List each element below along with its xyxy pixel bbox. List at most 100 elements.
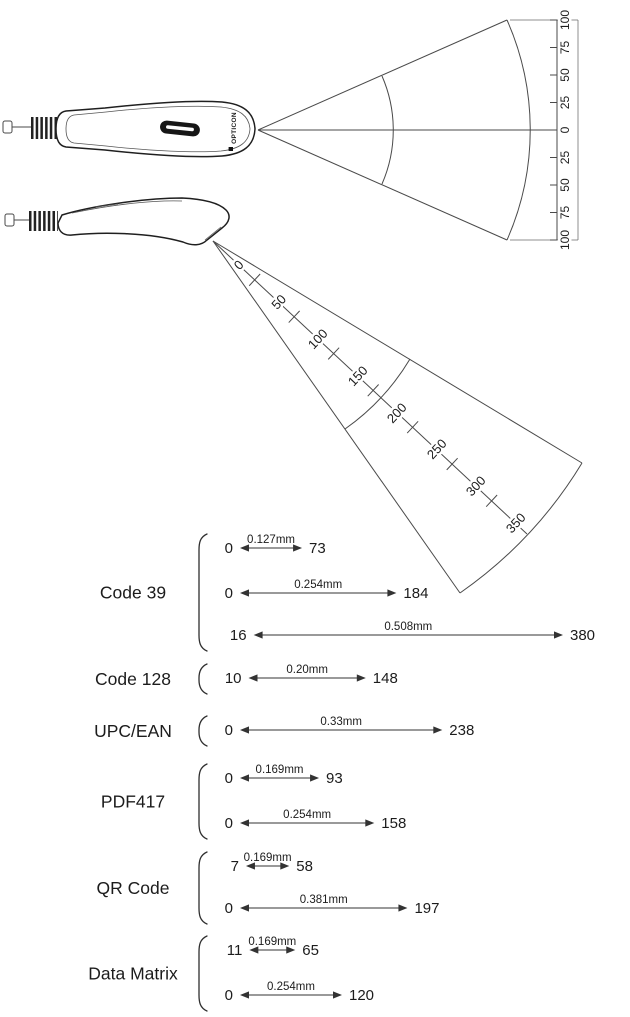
fan-upper-edge (257, 19, 508, 131)
cable-plug (2, 120, 13, 134)
arrowhead-left (240, 774, 249, 782)
resolution-label: 0.254mm (283, 809, 331, 821)
fan-inner-arc (381, 75, 394, 185)
ruler-label: 100 (558, 10, 572, 30)
group-brace (198, 851, 208, 925)
top-beam-fan (257, 19, 578, 241)
group-brace (198, 935, 208, 1012)
arrowhead-left (253, 631, 263, 639)
side-fan-upper-edge (212, 240, 583, 464)
ruler-label: 50 (558, 178, 572, 192)
distance-tick (406, 420, 419, 434)
dof-row: 10 148 0.20mm (225, 664, 398, 687)
dof-row: 0 197 0.381mm (225, 894, 440, 917)
group-brace (198, 663, 208, 695)
resolution-label: 0.169mm (244, 852, 292, 864)
resolution-label: 0.254mm (294, 579, 342, 591)
distance-ticks (248, 273, 498, 508)
group-brace (198, 715, 208, 747)
side-fan-lower-edge (212, 240, 461, 594)
arrowhead-left (249, 946, 259, 954)
range-max: 58 (296, 858, 313, 875)
range-min: 0 (225, 900, 233, 917)
brand-text: OPTICON (231, 112, 238, 144)
range-max: 380 (570, 627, 595, 644)
resolution-label: 0.508mm (384, 621, 432, 633)
dof-row: 16 380 0.508mm (230, 621, 595, 644)
arrowhead-left (240, 819, 249, 827)
side-fan-inner-arc (344, 358, 411, 430)
range-min: 10 (225, 670, 242, 687)
resolution-label: 0.20mm (286, 664, 328, 676)
scanner-side-contour (71, 200, 183, 214)
fan-lower-edge (257, 129, 508, 241)
dof-row: 0 238 0.33mm (225, 716, 475, 739)
range-max: 197 (414, 900, 439, 917)
range-max: 238 (449, 722, 474, 739)
dof-row: 11 65 0.169mm (227, 936, 319, 959)
arrowhead-left (240, 726, 249, 734)
arrowhead-right (387, 589, 397, 597)
range-min: 0 (225, 770, 233, 787)
resolution-label: 0.33mm (320, 716, 362, 728)
dof-row: 7 58 0.169mm (231, 852, 313, 875)
range-min: 11 (227, 942, 243, 959)
ruler-labels: 100 75 50 25 0 25 50 75 100 (556, 7, 575, 252)
arrowhead-right (280, 862, 290, 870)
range-max: 65 (302, 942, 319, 959)
range-max: 120 (349, 987, 374, 1004)
range-min: 0 (225, 585, 233, 602)
range-min: 0 (225, 540, 233, 557)
ruler-ticks (550, 19, 557, 241)
ruler-label: 25 (558, 96, 572, 110)
distance-tick (288, 310, 301, 323)
range-min: 7 (231, 858, 239, 875)
ruler-label: 75 (558, 41, 572, 55)
width-ruler: 100 75 50 25 0 25 50 75 100 (550, 7, 579, 253)
scan-window-slot (160, 120, 200, 137)
range-max: 148 (373, 670, 398, 687)
dof-row: 0 184 0.254mm (225, 579, 429, 602)
dof-row: 0 73 0.127mm (225, 534, 326, 557)
ruler-label: 25 (558, 151, 572, 165)
symbology-label: UPC/EAN (94, 721, 172, 741)
distance-tick (485, 494, 498, 508)
ruler-label: 50 (558, 68, 572, 82)
range-max: 73 (309, 540, 326, 557)
arrowhead-left (240, 991, 249, 999)
range-max: 93 (326, 770, 343, 787)
resolution-label: 0.381mm (300, 894, 348, 906)
cable-plug-side (4, 213, 15, 227)
resolution-label: 0.169mm (248, 936, 296, 948)
ruler-label: 100 (558, 230, 572, 250)
resolution-label: 0.127mm (247, 534, 295, 546)
arrowhead-right (554, 631, 563, 639)
arrowhead-right (310, 774, 320, 782)
range-min: 0 (225, 987, 233, 1004)
dof-row: 0 120 0.254mm (225, 981, 374, 1004)
scanner-side-view (4, 197, 230, 246)
group-brace (198, 763, 208, 840)
ruler-label: 0 (558, 126, 572, 133)
range-max: 184 (403, 585, 428, 602)
symbology-label: PDF417 (101, 792, 165, 812)
side-fan-center-line (212, 240, 528, 535)
ruler-label: 75 (558, 206, 572, 220)
side-fan-outer-arc (459, 462, 583, 594)
distance-tick (327, 347, 340, 360)
scanner-top-face-contour (65, 105, 251, 153)
scanner-button-notch (95, 203, 119, 208)
range-min: 16 (230, 627, 247, 644)
arrowhead-left (248, 674, 258, 682)
arrowhead-left (240, 904, 249, 912)
arrowhead-right (286, 946, 296, 954)
arrowhead-right (333, 991, 342, 999)
distance-tick (248, 273, 261, 287)
distance-tick (446, 457, 458, 471)
resolution-label: 0.254mm (267, 981, 315, 993)
range-min: 0 (225, 722, 233, 739)
